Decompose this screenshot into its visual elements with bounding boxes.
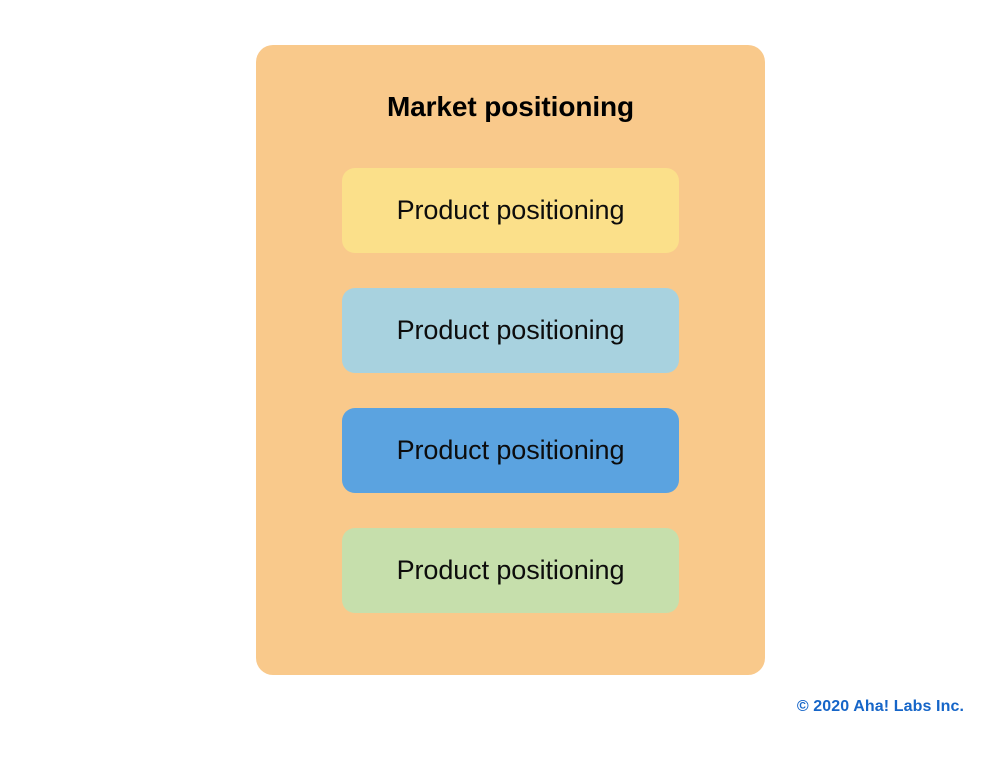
product-positioning-box-3: Product positioning <box>342 408 679 493</box>
market-positioning-container: Market positioning Product positioning P… <box>256 45 765 675</box>
product-positioning-label-2: Product positioning <box>396 315 625 345</box>
product-positioning-list: Product positioning Product positioning … <box>342 168 679 613</box>
market-positioning-title: Market positioning <box>386 90 635 122</box>
product-positioning-label-3: Product positioning <box>396 435 625 465</box>
product-positioning-box-2: Product positioning <box>342 288 679 373</box>
product-positioning-label-1: Product positioning <box>396 195 625 225</box>
product-positioning-box-1: Product positioning <box>342 168 679 253</box>
copyright-notice: © 2020 Aha! Labs Inc. <box>796 698 964 715</box>
product-positioning-box-4: Product positioning <box>342 528 679 613</box>
product-positioning-label-4: Product positioning <box>396 555 625 585</box>
